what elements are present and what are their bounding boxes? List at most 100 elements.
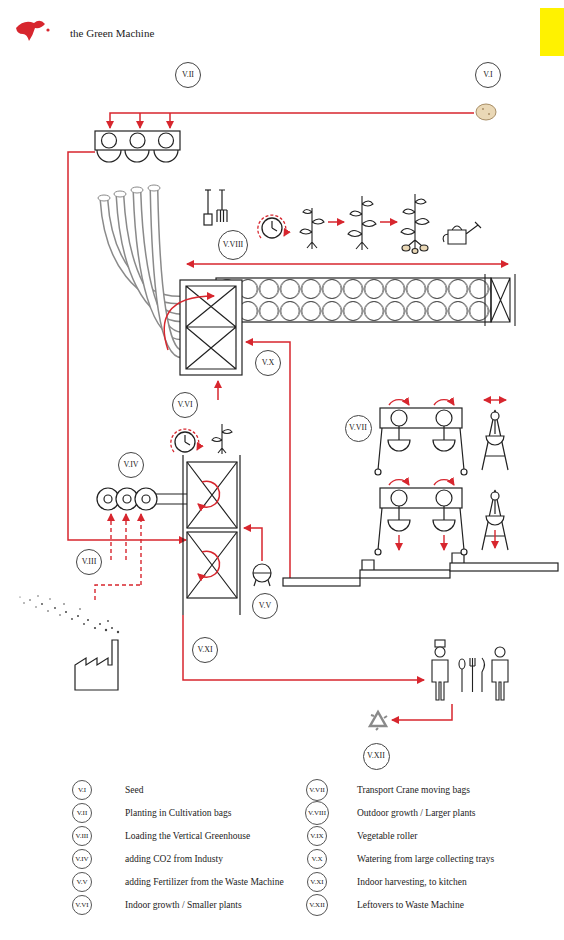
transport-crane <box>482 490 508 550</box>
transport-crane <box>436 490 452 506</box>
indoor-gauge <box>171 429 199 452</box>
transport-crane <box>491 492 499 500</box>
kitchen-figures <box>492 660 508 700</box>
loading-arrow <box>68 152 186 540</box>
callout-number: V.V <box>77 879 88 886</box>
callout-number: V.V <box>259 602 272 610</box>
smoke <box>94 627 96 629</box>
seed-to-bags-arrow <box>110 113 474 128</box>
factory <box>75 640 118 690</box>
transport-crane <box>461 469 467 475</box>
crane-arrows <box>389 400 409 405</box>
smoke <box>19 595 119 633</box>
seed <box>482 108 484 110</box>
legend-text: Seed <box>125 783 143 797</box>
vegetable-roller <box>362 553 464 570</box>
watering-can <box>443 222 481 244</box>
smoke <box>59 614 61 616</box>
bag-rack <box>130 133 145 148</box>
growing-plants <box>402 245 410 251</box>
transport-crane <box>388 520 455 531</box>
transport-crane <box>388 440 455 451</box>
bag-rack <box>154 150 178 162</box>
vegetable-roller <box>283 578 360 586</box>
bag-rack <box>97 150 121 162</box>
watering-arrow <box>246 342 290 578</box>
crane-arrows <box>443 535 444 550</box>
transport-crane <box>436 410 452 426</box>
kitchen-figures <box>435 647 445 657</box>
plant-arrows <box>328 221 344 223</box>
fertilizer-arrow <box>244 528 262 561</box>
crane-arrows <box>484 399 506 400</box>
co2-pipes <box>154 190 182 354</box>
smoke <box>29 599 31 601</box>
transport-crane <box>380 408 462 428</box>
callout-number: V.XII <box>309 902 325 909</box>
recycle-symbol <box>370 712 387 730</box>
factory <box>75 640 118 690</box>
co2-cylinders <box>135 488 157 510</box>
transport-crane <box>380 488 462 508</box>
indoor-gauge <box>171 429 199 452</box>
smoke <box>71 618 73 620</box>
legend-symbol: V.V <box>72 872 92 892</box>
co2-cylinders <box>155 494 187 504</box>
transport-crane <box>378 506 464 550</box>
callout-circle: V.VI <box>172 392 198 418</box>
recycle-symbol <box>371 715 387 730</box>
callout-circle: V.V <box>252 593 278 619</box>
outdoor-gauge <box>258 215 286 238</box>
transport-crane <box>486 516 504 525</box>
seed-to-bags-arrow <box>169 113 171 128</box>
rotation-arrows <box>198 481 220 507</box>
harvest-arrow <box>183 615 424 680</box>
indoor-gauge <box>185 435 190 445</box>
upper-greenhouse <box>180 280 242 375</box>
harvest-arrow <box>183 615 424 680</box>
smoke <box>47 610 49 612</box>
smoke <box>49 598 50 599</box>
bag-conveyor <box>216 274 515 326</box>
legend-symbol: V.VI <box>72 895 92 915</box>
kitchen-figures <box>482 658 485 692</box>
logo <box>46 28 49 31</box>
smoke <box>23 602 24 603</box>
smoke <box>105 629 107 631</box>
transport-crane <box>461 549 467 555</box>
vegetable-roller <box>360 570 450 578</box>
garden-tools <box>217 190 227 222</box>
conveyor-double-arrow <box>187 263 508 265</box>
callout-number: V.VIII <box>308 810 326 817</box>
crane-arrows <box>398 535 399 550</box>
rotation-arrows <box>198 481 220 577</box>
kitchen-figures <box>459 659 465 669</box>
indoor-gauge <box>175 432 195 452</box>
recycle-symbol <box>370 712 386 726</box>
upper-greenhouse <box>180 280 242 375</box>
callout-number: V.VI <box>75 902 88 909</box>
leftovers-arrow <box>392 704 452 720</box>
transport-crane <box>375 469 381 475</box>
legend-text: Loading the Vertical Greenhouse <box>125 829 250 843</box>
loading-arrow <box>68 152 186 540</box>
co2-cylinders <box>123 495 131 503</box>
plant-arrows <box>328 221 397 223</box>
callout-number: V.XI <box>197 646 212 654</box>
crane-arrows <box>494 530 495 548</box>
smoke <box>79 608 81 610</box>
legend-text: Planting in Cultivation bags <box>125 806 231 820</box>
logo <box>16 21 50 41</box>
transport-crane <box>375 488 508 555</box>
callout-circle: V.VII <box>345 415 372 442</box>
kitchen-figures <box>461 669 462 692</box>
lift-arrow <box>217 381 219 400</box>
kitchen-figures <box>495 647 505 657</box>
bag-rack <box>159 133 174 148</box>
legend-symbol: V.IV <box>72 849 92 869</box>
kitchen-figures <box>435 640 445 647</box>
legend-text: Indoor growth / Smaller plants <box>125 898 242 912</box>
garden-tools <box>204 214 212 225</box>
growing-plants <box>401 194 429 248</box>
seed-to-bags-arrow <box>110 113 474 128</box>
